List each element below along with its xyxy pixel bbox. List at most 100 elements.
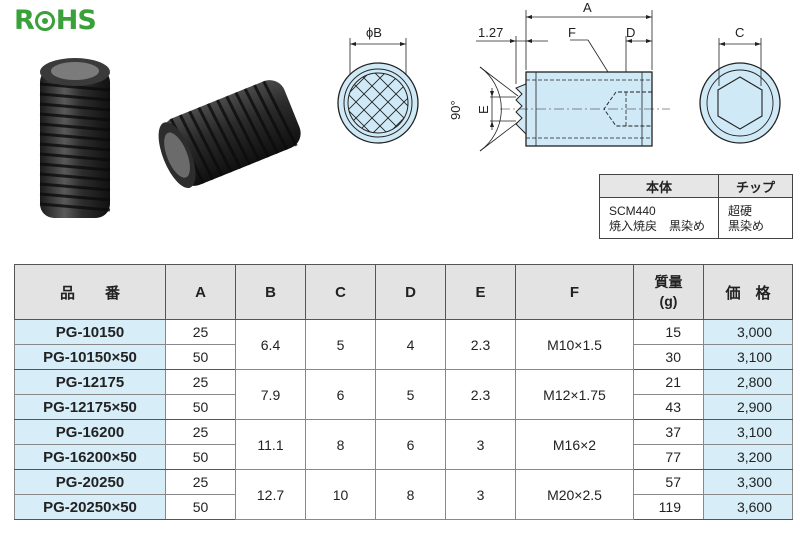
mass-cell: 21 [633, 369, 704, 395]
dim-angle-label: 90° [448, 100, 463, 120]
dim-E-label: E [476, 105, 491, 114]
a-cell: 25 [165, 319, 236, 345]
part-number-cell: PG-10150×50 [14, 344, 166, 370]
material-header-chip: チップ [718, 174, 793, 198]
a-cell: 25 [165, 419, 236, 445]
f-cell: M16×2 [515, 419, 634, 470]
a-cell: 50 [165, 344, 236, 370]
spec-header-row: 品 番 A B C D E F 質量 (g) 価 格 [14, 264, 793, 320]
screw-lying [158, 80, 301, 189]
header-B: B [235, 264, 306, 320]
price-cell: 3,200 [703, 444, 793, 470]
part-number-cell: PG-16200×50 [14, 444, 166, 470]
e-cell: 3 [445, 469, 516, 520]
c-cell: 10 [305, 469, 376, 520]
table-row: PG-16200 25 11.1 8 6 3 M16×2 37 3,100 [14, 419, 793, 470]
rohs-logo: R HS [14, 4, 97, 36]
f-cell: M10×1.5 [515, 319, 634, 370]
mass-cell: 77 [633, 444, 704, 470]
header-part-number: 品 番 [14, 264, 166, 320]
b-cell: 11.1 [235, 419, 306, 470]
screw-upright [39, 58, 111, 218]
material-chip-line2: 黒染め [728, 219, 765, 233]
header-mass-line1: 質量 [654, 274, 683, 290]
e-cell: 2.3 [445, 319, 516, 370]
rohs-logo-r: R [14, 4, 35, 36]
header-price: 価 格 [703, 264, 793, 320]
d-cell: 4 [375, 319, 446, 370]
table-row: PG-12175 25 7.9 6 5 2.3 M12×1.75 21 2,80… [14, 369, 793, 420]
price-cell: 2,900 [703, 394, 793, 420]
mass-cell: 57 [633, 469, 704, 495]
part-number-cell: PG-12175 [14, 369, 166, 395]
price-cell: 3,000 [703, 319, 793, 345]
spec-table: 品 番 A B C D E F 質量 (g) 価 格 PG-10150 25 6… [14, 264, 793, 520]
side-view: A 1.27 F D E 90° [448, 0, 670, 152]
e-cell: 2.3 [445, 369, 516, 420]
d-cell: 8 [375, 469, 446, 520]
product-photo [39, 58, 301, 218]
b-cell: 6.4 [235, 319, 306, 370]
b-cell: 12.7 [235, 469, 306, 520]
a-cell: 50 [165, 394, 236, 420]
mass-cell: 37 [633, 419, 704, 445]
material-body-cell: SCM440 焼入焼戻 黒染め [599, 197, 719, 239]
header-E: E [445, 264, 516, 320]
table-row: PG-16200×50 50 77 3,200 [14, 444, 793, 470]
f-cell: M12×1.75 [515, 369, 634, 420]
dim-C-label: C [735, 25, 744, 40]
price-cell: 2,800 [703, 369, 793, 395]
mass-cell: 119 [633, 494, 704, 520]
d-cell: 5 [375, 369, 446, 420]
d-cell: 6 [375, 419, 446, 470]
material-table: 本体 チップ SCM440 焼入焼戻 黒染め 超硬 黒染め [599, 174, 793, 239]
price-cell: 3,100 [703, 344, 793, 370]
dim-phiB-label: ϕB [366, 25, 382, 40]
end-view-tip: ϕB [337, 25, 419, 144]
material-chip-line1: 超硬 [728, 204, 753, 218]
dim-A-label: A [583, 0, 592, 15]
dim-F-label: F [568, 25, 576, 40]
price-cell: 3,300 [703, 469, 793, 495]
table-row: PG-20250 25 12.7 10 8 3 M20×2.5 57 3,300 [14, 469, 793, 520]
part-number-cell: PG-20250×50 [14, 494, 166, 520]
end-view-hex: C [699, 25, 781, 144]
table-row: PG-10150×50 50 30 3,100 [14, 344, 793, 370]
c-cell: 8 [305, 419, 376, 470]
material-header-body: 本体 [599, 174, 719, 198]
material-body-line2: 焼入焼戻 黒染め [609, 219, 706, 233]
f-cell: M20×2.5 [515, 469, 634, 520]
a-cell: 25 [165, 469, 236, 495]
price-cell: 3,600 [703, 494, 793, 520]
table-row: PG-10150 25 6.4 5 4 2.3 M10×1.5 15 3,000 [14, 319, 793, 370]
a-cell: 50 [165, 494, 236, 520]
c-cell: 6 [305, 369, 376, 420]
part-number-cell: PG-12175×50 [14, 394, 166, 420]
dim-pitch-label: 1.27 [478, 25, 503, 40]
material-chip-cell: 超硬 黒染め [718, 197, 793, 239]
rohs-logo-o [34, 11, 55, 31]
a-cell: 25 [165, 369, 236, 395]
price-cell: 3,100 [703, 419, 793, 445]
rohs-logo-hs: HS [55, 4, 97, 36]
part-number-cell: PG-20250 [14, 469, 166, 495]
part-number-cell: PG-16200 [14, 419, 166, 445]
c-cell: 5 [305, 319, 376, 370]
header-mass-line2: (g) [659, 293, 678, 309]
header-C: C [305, 264, 376, 320]
b-cell: 7.9 [235, 369, 306, 420]
mass-cell: 15 [633, 319, 704, 345]
part-number-cell: PG-10150 [14, 319, 166, 345]
dim-D-label: D [626, 25, 635, 40]
header-mass: 質量 (g) [633, 264, 704, 320]
technical-drawing: ϕB A 1.27 F D [337, 0, 781, 152]
mass-cell: 30 [633, 344, 704, 370]
material-body-line1: SCM440 [609, 204, 656, 218]
header-F: F [515, 264, 634, 320]
header-D: D [375, 264, 446, 320]
mass-cell: 43 [633, 394, 704, 420]
header-A: A [165, 264, 236, 320]
e-cell: 3 [445, 419, 516, 470]
table-row: PG-20250×50 50 119 3,600 [14, 494, 793, 520]
a-cell: 50 [165, 444, 236, 470]
